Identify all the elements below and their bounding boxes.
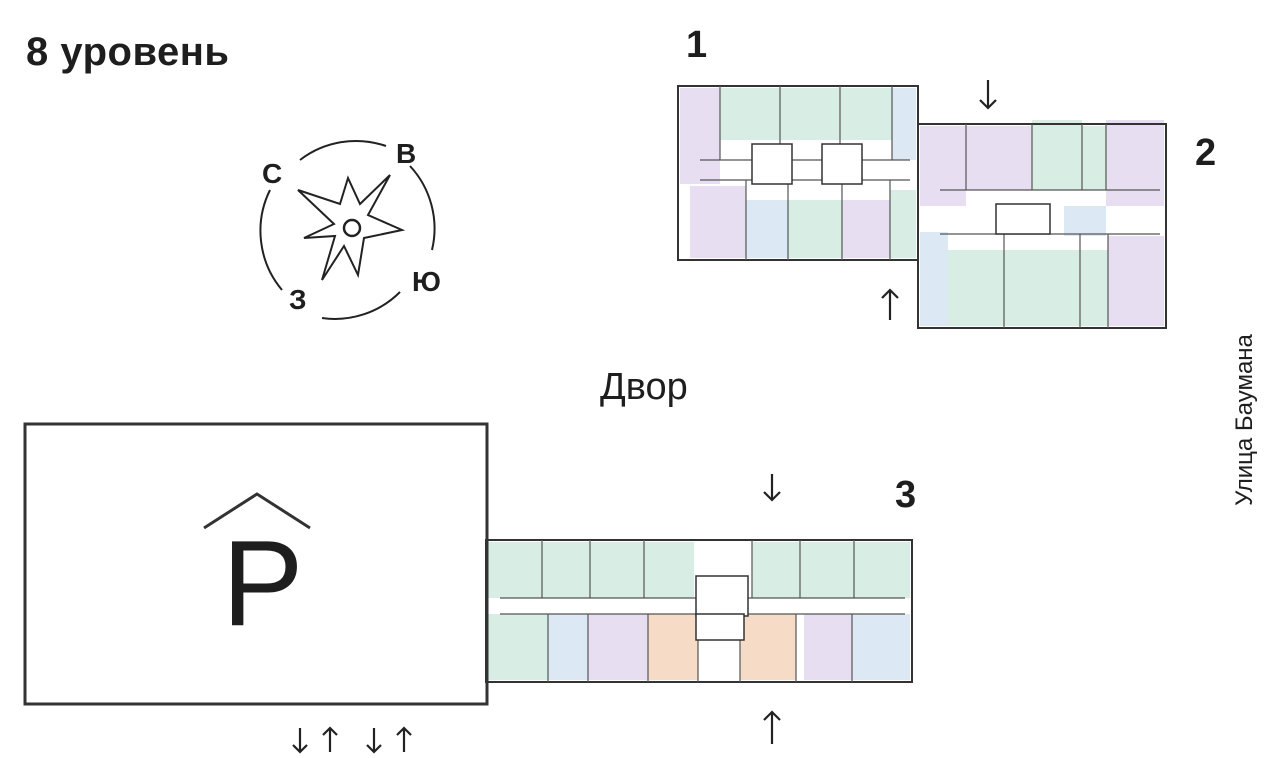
building-1-plan[interactable] (677, 85, 919, 261)
arrow-up-icon (763, 710, 781, 744)
yard-label: Двор (600, 366, 688, 408)
building-2-plan[interactable] (917, 120, 1167, 329)
arrow-down-icon (979, 80, 997, 110)
arrow-up-icon (881, 288, 899, 320)
page-title: 8 уровень (26, 30, 230, 74)
parking-roof-icon (203, 492, 311, 530)
arrow-up-icon (396, 726, 412, 752)
compass-south-label: Ю (412, 266, 441, 297)
parking-area[interactable] (23, 422, 489, 706)
arrow-down-icon (763, 474, 781, 502)
arrow-down-icon (292, 728, 308, 754)
compass-east-label: В (396, 138, 417, 169)
compass-west-label: З (289, 284, 307, 315)
building-2-number: 2 (1195, 132, 1217, 174)
building-1-number: 1 (686, 24, 708, 66)
compass-rose-icon (259, 139, 436, 320)
compass-north-label: С (262, 158, 283, 189)
arrow-down-icon (366, 728, 382, 754)
parking-sign: P (222, 515, 304, 651)
building-3-number: 3 (895, 474, 917, 516)
entrance-arrows (292, 80, 997, 754)
arrow-up-icon (322, 726, 338, 752)
building-3-plan[interactable] (485, 539, 913, 683)
